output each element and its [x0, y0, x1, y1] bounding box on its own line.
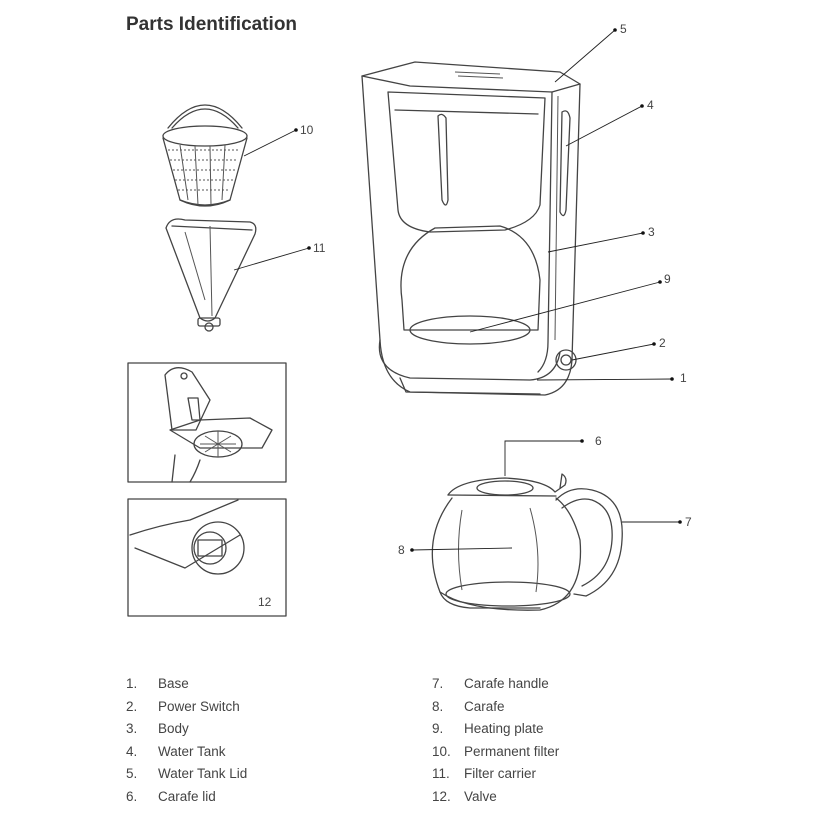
legend-label: Water Tank Lid: [158, 766, 248, 782]
legend-number: 6.: [126, 788, 138, 804]
permanent-filter-drawing: [162, 104, 248, 207]
legend-number: 9.: [432, 721, 444, 737]
legend-number: 11.: [432, 766, 450, 782]
legend-item: 6. Carafe lid: [126, 789, 247, 812]
legend-label: Body: [158, 721, 189, 737]
callout-number: 3: [648, 225, 655, 239]
inset-valve: 12: [127, 498, 287, 617]
callout-3: 3: [547, 225, 655, 253]
legend-label: Carafe: [464, 698, 505, 714]
callout-10: 10: [243, 123, 314, 157]
callout-4: 4: [565, 98, 654, 147]
callout-number: 6: [595, 434, 602, 448]
legend-number: 2.: [126, 698, 138, 714]
callout-number: 2: [659, 336, 666, 350]
callout-number: 11: [313, 241, 326, 255]
parts-legend-right: 7. Carafe handle 8. Carafe 9. Heating plate…: [432, 676, 559, 812]
legend-item: 9. Heating plate: [432, 721, 559, 744]
legend-label: Carafe handle: [464, 676, 549, 691]
legend-label: Valve: [464, 788, 497, 804]
parts-diagram: 12: [127, 22, 692, 617]
carafe-drawing: [431, 473, 623, 611]
legend-number: 12.: [432, 788, 451, 804]
legend-number: 10.: [432, 743, 451, 759]
legend-number: 4.: [126, 743, 138, 759]
parts-legend-left: 1. Base 2. Power Switch 3. Body 4. Water Tan…: [126, 676, 247, 812]
legend-label: Carafe lid: [158, 788, 216, 804]
legend-item: 5. Water Tank Lid: [126, 766, 247, 789]
callout-7: 7: [622, 515, 692, 529]
inset-open-lid: [127, 362, 287, 483]
legend-item: 12. Valve: [432, 789, 559, 812]
legend-number: 3.: [126, 721, 138, 737]
callout-number: 9: [664, 272, 671, 286]
legend-label: Permanent filter: [464, 743, 560, 759]
legend-item: 4. Water Tank: [126, 744, 247, 767]
callout-number: 5: [620, 22, 627, 36]
legend-item: 3. Body: [126, 721, 247, 744]
legend-label: Base: [158, 676, 189, 691]
callout-5: 5: [554, 22, 627, 83]
legend-number: 1.: [126, 676, 138, 691]
legend-item: 10. Permanent filter: [432, 744, 559, 767]
callout-number: 7: [685, 515, 692, 529]
legend-number: 8.: [432, 698, 444, 714]
page-title: Parts Identification: [126, 14, 298, 35]
callout-8: 8: [398, 543, 513, 557]
legend-item: 11. Filter carrier: [432, 766, 559, 789]
legend-label: Heating plate: [464, 721, 544, 737]
legend-number: 7.: [432, 676, 444, 691]
callout-11: 11: [233, 241, 326, 271]
legend-label: Power Switch: [158, 698, 240, 714]
legend-label: Filter carrier: [464, 766, 537, 782]
filter-carrier-drawing: [165, 218, 257, 332]
inset-valve-number: 12: [258, 595, 272, 609]
callout-number: 1: [680, 371, 687, 385]
legend-item: 8. Carafe: [432, 699, 559, 722]
callout-1: 1: [536, 371, 687, 385]
legend-item: 2. Power Switch: [126, 699, 247, 722]
callout-number: 4: [647, 98, 654, 112]
callout-number: 8: [398, 543, 405, 557]
legend-label: Water Tank: [158, 743, 226, 759]
legend-item: 7. Carafe handle: [432, 676, 559, 699]
callout-9: 9: [469, 272, 671, 333]
coffee-maker-body: [361, 61, 581, 396]
callout-2: 2: [571, 336, 666, 361]
legend-item: 1. Base: [126, 676, 247, 699]
callout-number: 10: [300, 123, 314, 137]
callout-6: 6: [504, 434, 602, 476]
legend-number: 5.: [126, 766, 138, 782]
